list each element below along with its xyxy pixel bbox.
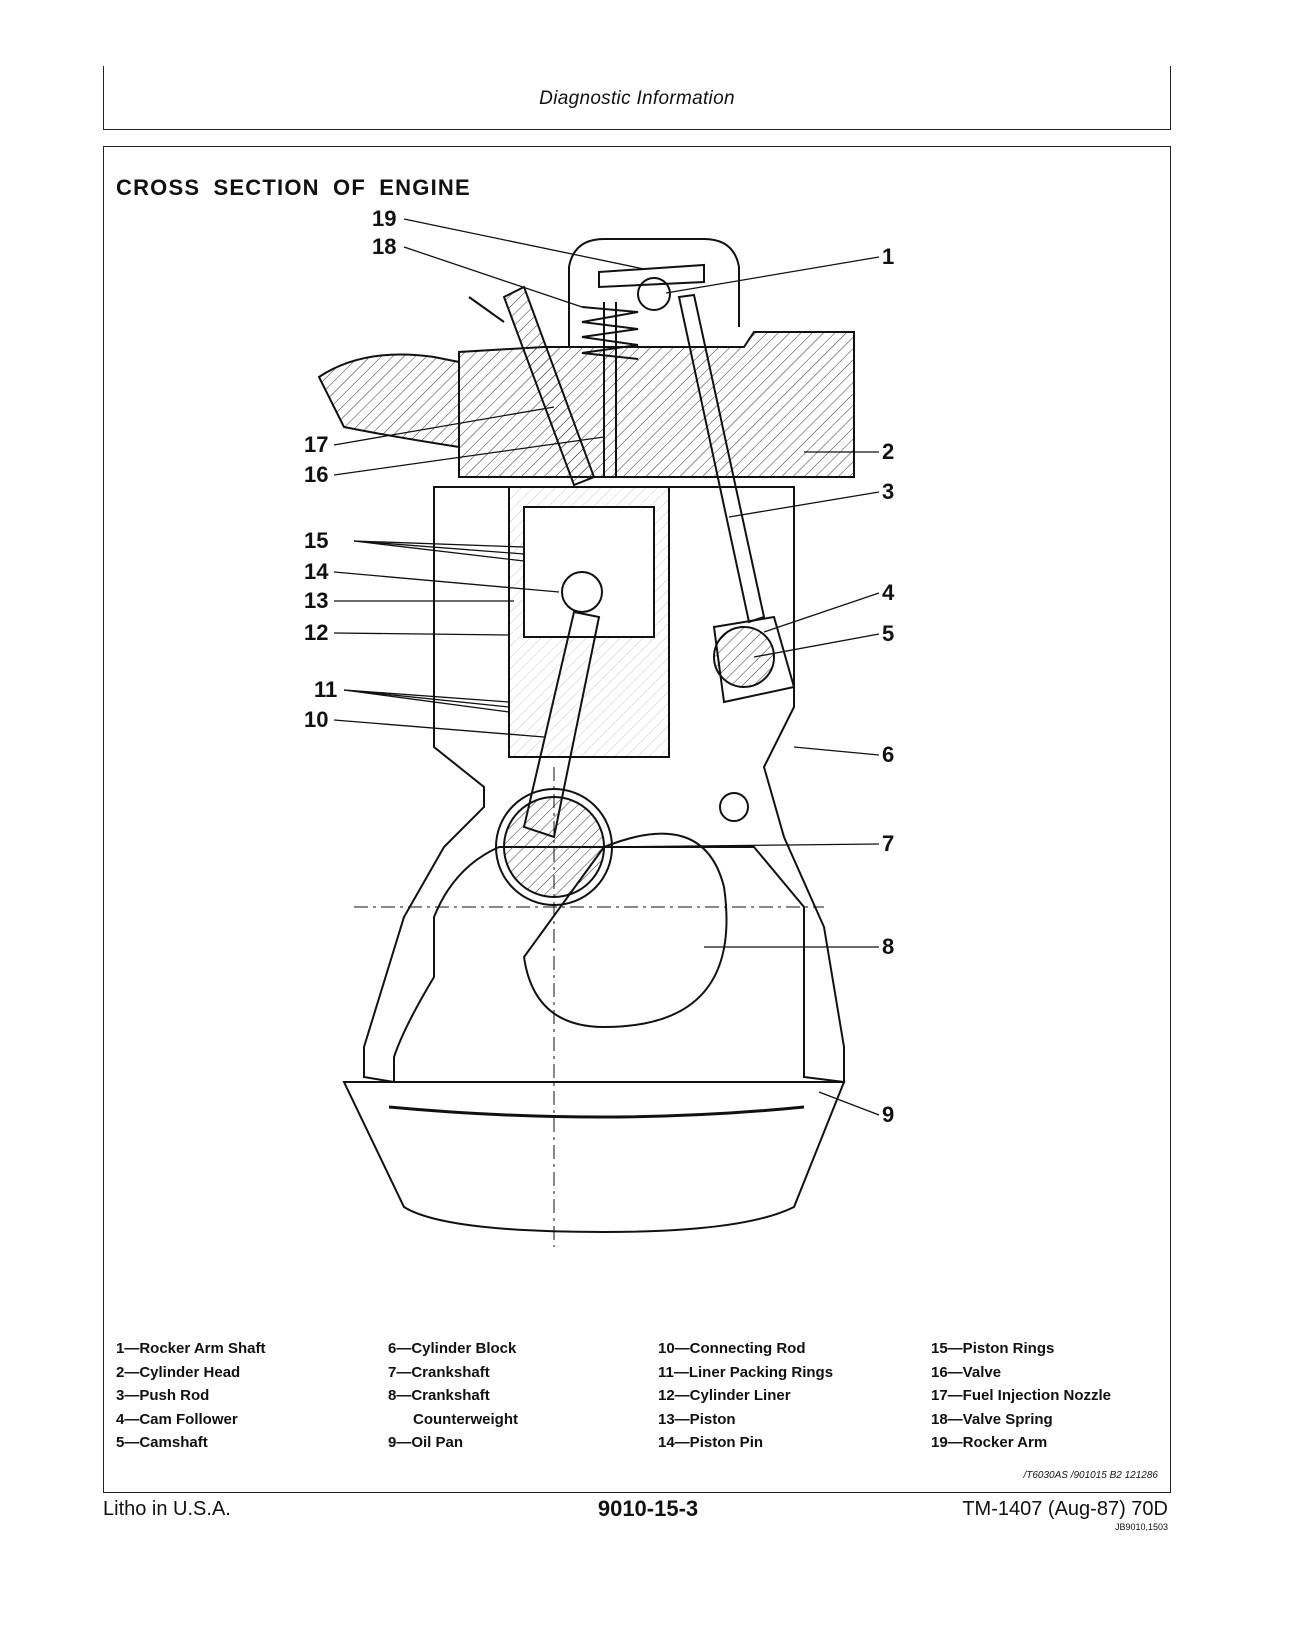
legend-item: 6—Cylinder Block — [388, 1340, 517, 1357]
cam-follower — [712, 615, 796, 704]
callout-18: 18 — [372, 234, 396, 259]
piston — [523, 506, 655, 638]
legend-column-3: 10—Connecting Rod 11—Liner Packing Rings… — [658, 1337, 833, 1455]
oil-pan — [342, 1081, 846, 1234]
callout-17: 17 — [304, 432, 328, 457]
callout-19: 19 — [372, 206, 396, 231]
legend-item: 18—Valve Spring — [931, 1410, 1053, 1428]
legend-item: 13—Piston — [658, 1410, 736, 1428]
legend-item: 10—Connecting Rod — [658, 1340, 806, 1357]
cylinder-head — [458, 331, 855, 478]
callout-3: 3 — [882, 479, 894, 504]
legend-column-2: 6—Cylinder Block 7—Crankshaft 8—Cranksha… — [388, 1337, 518, 1455]
rocker-cover — [568, 238, 740, 347]
crankshaft-counterweight — [522, 832, 728, 1029]
footer-code: JB9010,1503 — [1114, 1522, 1168, 1532]
legend-item: 7—Crankshaft — [388, 1363, 490, 1381]
header-box: Diagnostic Information — [103, 66, 1171, 130]
piston-pin — [561, 571, 603, 613]
engine-cross-section-diagram: 19 18 1 2 3 4 5 6 7 8 9 10 11 12 13 14 1… — [304, 206, 895, 1247]
legend-item: 15—Piston Rings — [931, 1340, 1055, 1357]
legend-item: 4—Cam Follower — [116, 1410, 238, 1428]
callout-12: 12 — [304, 620, 328, 645]
legend-item: 9—Oil Pan — [388, 1434, 464, 1451]
camshaft — [713, 626, 775, 688]
figure-title: CROSS SECTION OF ENGINE — [116, 175, 471, 200]
callout-15: 15 — [304, 528, 328, 553]
callout-4: 4 — [882, 580, 895, 605]
callout-6: 6 — [882, 742, 894, 767]
callout-2: 2 — [882, 439, 894, 464]
callout-11: 11 — [314, 677, 337, 702]
legend-item: 16—Valve — [931, 1363, 1002, 1381]
callout-13: 13 — [304, 588, 328, 613]
legend-column-1: 1—Rocker Arm Shaft 2—Cylinder Head 3—Pus… — [116, 1337, 266, 1455]
callout-8: 8 — [882, 934, 894, 959]
legend-item: 11—Liner Packing Rings — [658, 1363, 834, 1381]
legend-column-4: 15—Piston Rings 16—Valve 17—Fuel Injecti… — [931, 1337, 1111, 1455]
rocker-arm — [598, 263, 705, 289]
figure-code: /T6030AS /901015 B2 121286 — [1023, 1470, 1158, 1481]
figure-box: CROSS SECTION OF ENGINE — [103, 146, 1171, 1493]
legend-item: 5—Camshaft — [116, 1434, 208, 1451]
callout-7: 7 — [882, 831, 894, 856]
legend-item: 8—Crankshaft — [388, 1387, 490, 1404]
push-rod — [677, 293, 766, 624]
callout-1: 1 — [882, 244, 894, 269]
callout-16: 16 — [304, 462, 328, 487]
callout-9: 9 — [882, 1102, 894, 1127]
page-number: 9010-15-3 — [597, 1496, 699, 1521]
legend-item: 19—Rocker Arm — [931, 1434, 1048, 1451]
legend-item: 17—Fuel Injection Nozzle — [931, 1387, 1112, 1404]
legend-item: 14—Piston Pin — [658, 1434, 764, 1451]
callout-5: 5 — [882, 621, 894, 646]
valve-spring — [581, 306, 639, 360]
rocker-arm-shaft — [637, 277, 671, 311]
fuel-injection-nozzle — [502, 285, 596, 487]
footer-left: Litho in U.S.A. — [103, 1498, 231, 1520]
legend-item: 2—Cylinder Head — [116, 1363, 241, 1381]
legend-item: 1—Rocker Arm Shaft — [116, 1340, 266, 1357]
legend-item: 3—Push Rod — [116, 1387, 210, 1404]
callout-14: 14 — [304, 559, 329, 584]
legend-item: 12—Cylinder Liner — [658, 1387, 791, 1404]
section-title: Diagnostic Information — [539, 88, 735, 109]
footer-right: TM-1407 (Aug-87) 70D — [962, 1498, 1168, 1520]
callout-10: 10 — [304, 707, 328, 732]
legend-item: Counterweight — [413, 1410, 518, 1428]
